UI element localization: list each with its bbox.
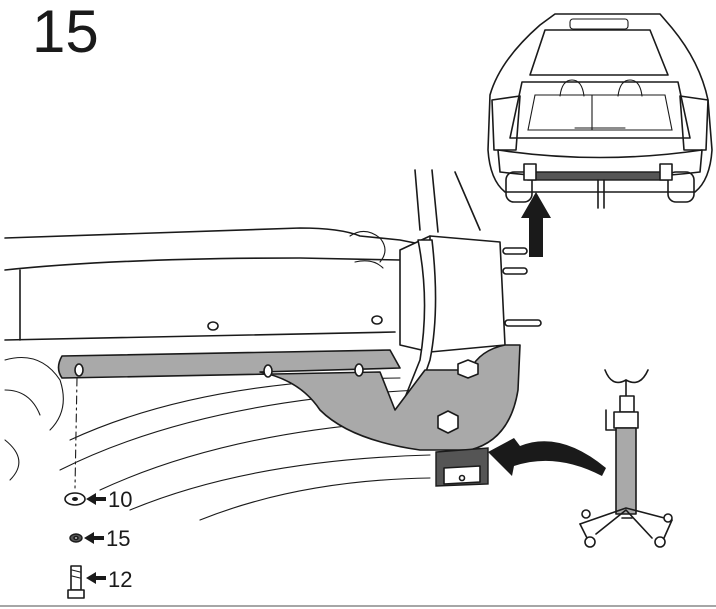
callout-label-bolt: 12: [108, 567, 132, 592]
callout-arrow-icon: [84, 532, 104, 544]
callout-label-lock-washer: 15: [106, 526, 130, 551]
fastener-stack: 10 15 12: [64, 377, 132, 599]
transmission-jack-icon: [579, 369, 673, 548]
step-number: 15: [32, 0, 99, 65]
hitch-bracket: [57, 344, 521, 487]
lift-arrow-icon: [488, 438, 606, 476]
callout-arrow-icon: [86, 493, 106, 505]
vehicle-rear-view: [487, 13, 713, 257]
insert-arrow-icon: [521, 192, 551, 257]
callout-label-washer: 10: [108, 487, 132, 512]
callout-arrow-icon: [86, 572, 106, 584]
